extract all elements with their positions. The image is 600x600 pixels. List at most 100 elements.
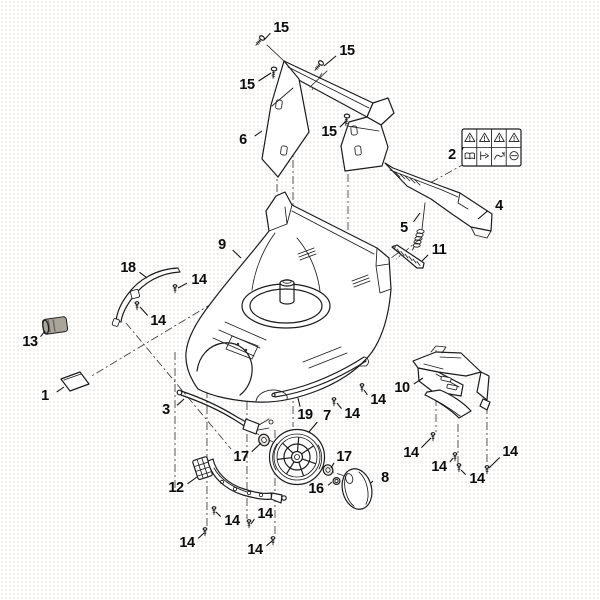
part-number-label: 14 [191, 272, 207, 288]
callout-leader-line [336, 402, 342, 410]
part-number-label: 15 [273, 20, 289, 36]
part-number-label: 7 [323, 408, 331, 424]
callout-leader-line [297, 397, 301, 407]
callout-leader-line [254, 130, 263, 137]
callout-leader-line [488, 457, 501, 469]
part-number-label: 14 [403, 445, 419, 461]
part-14-screw [456, 463, 462, 473]
part-number-label: 14 [502, 444, 518, 460]
part-14-screw [452, 452, 458, 462]
part-number-label: 9 [218, 237, 226, 253]
part-number-label: 4 [495, 198, 503, 214]
callout-leader-line [413, 212, 421, 223]
part-12-bumper [192, 456, 287, 504]
part-17-bearing-left [258, 433, 270, 447]
warning-triangle-icon [479, 132, 490, 142]
part-16-nut [332, 477, 341, 486]
callout-leader-line [215, 511, 222, 517]
callout-leader-line [139, 271, 148, 279]
part-8-hubcap [341, 468, 373, 510]
part-number-label: 6 [239, 132, 247, 148]
callout-leader-line [421, 254, 429, 262]
callout-leader-line [266, 540, 273, 547]
callout-leader-line [139, 306, 149, 316]
stop-engine-icon [509, 151, 519, 161]
warning-triangle-icon [493, 132, 505, 142]
part-number-label: 12 [168, 480, 184, 496]
part-2-warning-sticker [461, 128, 522, 167]
part-number-label: 15 [321, 124, 337, 140]
callout-leader-line [460, 469, 467, 475]
part-14-screw [211, 506, 217, 516]
part-number-label: 2 [448, 147, 456, 163]
callout-leader-line [323, 55, 337, 67]
part-7-wheel [268, 428, 326, 486]
part-number-label: 8 [381, 470, 389, 486]
part-6-top-cover [261, 44, 395, 178]
part-number-label: 10 [394, 380, 410, 396]
part-number-label: 14 [370, 392, 386, 408]
part-9-deck-housing [185, 191, 392, 403]
part-number-label: 5 [400, 220, 408, 236]
warning-sticker-icons [464, 132, 520, 161]
part-number-label: 19 [297, 407, 313, 423]
part-14-screw [246, 519, 252, 529]
part-number-label: 14 [150, 313, 166, 329]
callout-leader-line [197, 532, 205, 539]
part-3-rod [176, 389, 274, 435]
read-manual-icon [464, 152, 475, 160]
callout-leader-line [56, 386, 65, 393]
callout-leader-line [258, 72, 272, 82]
part-14-screw [202, 527, 208, 537]
part-number-label: 17 [336, 449, 352, 465]
callout-leader-line [363, 389, 368, 396]
part-number-label: 18 [120, 260, 136, 276]
part-number-label: 14 [179, 535, 195, 551]
part-number-label: 14 [247, 542, 263, 558]
part-19-front-trim [271, 356, 369, 398]
callout-leader-line [250, 518, 255, 525]
callout-leader-line [176, 398, 185, 406]
part-5-spring [412, 202, 426, 251]
part-14-screw [172, 284, 178, 294]
part-number-label: 11 [432, 242, 447, 258]
callout-leader-line [413, 377, 424, 385]
part-15-screw [253, 34, 266, 48]
callout-leader-line [232, 249, 242, 259]
callout-leader-line [187, 476, 198, 485]
blade-hazard-icon [480, 151, 489, 161]
warning-triangle-icon [508, 132, 520, 142]
part-10-bracket [412, 345, 491, 419]
callout-leader-line [477, 210, 489, 220]
part-17-bearing-right [322, 464, 334, 476]
part-18-trim-strip [111, 267, 181, 327]
part-14-screw [430, 432, 436, 442]
part-13-sleeve [42, 316, 69, 335]
callout-leader-line [251, 442, 262, 453]
callout-leader-line [339, 120, 347, 128]
part-number-label: 14 [224, 513, 240, 529]
callout-leader-line [177, 282, 188, 289]
callout-leader-line [308, 421, 318, 433]
part-14-screw [484, 465, 490, 475]
part-number-label: 15 [339, 43, 355, 59]
callout-leader-line [421, 437, 432, 448]
part-15-screw [269, 66, 278, 80]
part-number-label: 14 [257, 506, 273, 522]
part-number-label: 14 [469, 471, 485, 487]
part-14-screw [331, 397, 337, 407]
callout-leader-line [327, 481, 333, 486]
callout-leader-line [330, 462, 335, 469]
callout-leader-line [370, 480, 374, 484]
part-number-label: 14 [344, 406, 360, 422]
callout-leader-line [461, 146, 464, 150]
part-number-label: 15 [239, 77, 255, 93]
part-number-label: 3 [162, 402, 170, 418]
warning-triangle-icon [464, 132, 476, 142]
cable-hazard-icon [494, 151, 505, 160]
callout-leader-line [40, 330, 46, 338]
part-4-deflector [384, 162, 493, 239]
